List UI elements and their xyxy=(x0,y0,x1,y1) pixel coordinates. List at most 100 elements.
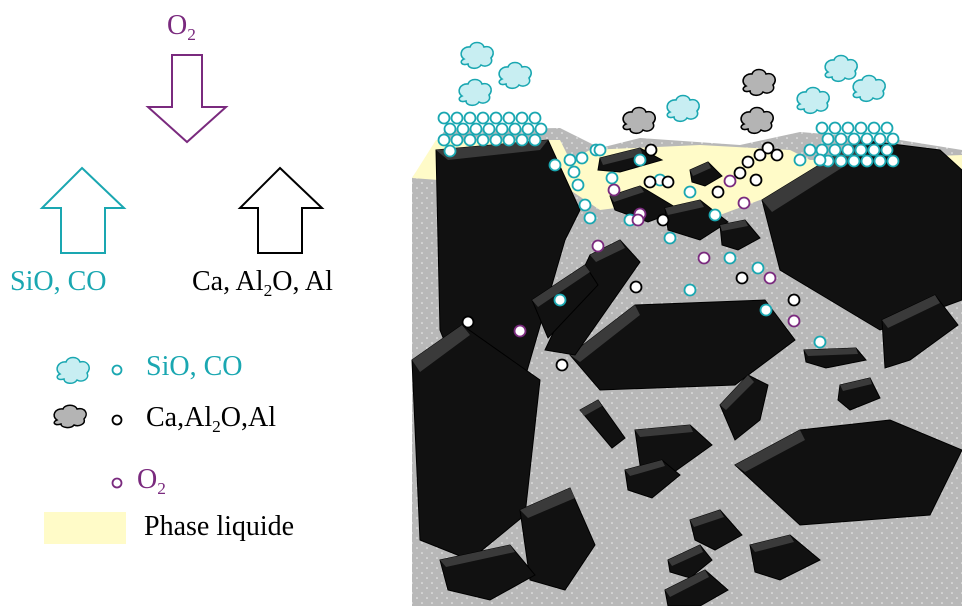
sio-co-particle xyxy=(886,132,900,146)
legend-black-circle-icon xyxy=(111,414,123,426)
sio-co-particle xyxy=(534,122,548,136)
sio-co-particle xyxy=(437,111,451,125)
sio-co-particle xyxy=(821,132,835,146)
o2-particle xyxy=(723,174,737,188)
sio-co-particle xyxy=(828,143,842,157)
o2-particle xyxy=(513,324,527,338)
crystal-grain xyxy=(749,534,821,581)
ca-al2o-al-particle xyxy=(749,173,763,187)
crystal-grain xyxy=(664,569,729,607)
sio-co-cloud xyxy=(458,78,492,107)
gas-particles xyxy=(437,111,900,372)
sio-co-particle xyxy=(495,122,509,136)
sio-co-particle xyxy=(450,111,464,125)
sio-co-particle xyxy=(489,133,503,147)
legend-icons xyxy=(44,356,126,544)
crystal-grain xyxy=(579,399,626,449)
crystal-grain xyxy=(881,294,959,369)
ca-al2o-al-particle xyxy=(770,148,784,162)
sio-co-cloud xyxy=(498,61,532,90)
sio-co-particle xyxy=(867,143,881,157)
sio-co-particle xyxy=(443,122,457,136)
sio-co-particle xyxy=(873,132,887,146)
sio-co-particle xyxy=(886,154,900,168)
sio-co-particle xyxy=(578,198,592,212)
sio-co-particle xyxy=(469,122,483,136)
sio-co-particle xyxy=(508,122,522,136)
sio-co-particle xyxy=(456,122,470,136)
sio-co-particle xyxy=(828,121,842,135)
crystal-grain xyxy=(411,324,541,561)
gas-clouds xyxy=(458,41,886,135)
sio-co-particle xyxy=(482,122,496,136)
crystal-grain xyxy=(719,219,761,251)
sio-co-particle xyxy=(476,111,490,125)
legend-label-sio-co: SiO, CO xyxy=(146,351,243,382)
ca-al2o-al-up-arrow xyxy=(237,166,325,254)
sio-co-particle xyxy=(834,154,848,168)
ca-al2o-al-particle xyxy=(711,185,725,199)
crystal-grain xyxy=(689,509,743,551)
sio-co-particle xyxy=(803,143,817,157)
o2-particle xyxy=(697,251,711,265)
o2-particle xyxy=(763,271,777,285)
crystal-grains xyxy=(411,139,962,607)
sio-co-particle xyxy=(548,158,562,172)
sio-co-particle xyxy=(571,178,585,192)
sio-co-particle xyxy=(880,143,894,157)
sio-co-label: SiO, CO xyxy=(10,266,107,297)
ca-al2o-al-particle xyxy=(733,166,747,180)
sio-co-particle xyxy=(813,335,827,349)
o2-particle xyxy=(607,183,621,197)
sio-co-cloud xyxy=(460,41,494,70)
ca-al2o-al-particle xyxy=(643,175,657,189)
crystal-grain xyxy=(569,299,796,391)
sio-co-particle xyxy=(759,303,773,317)
sio-co-particle xyxy=(880,121,894,135)
crystal-grain xyxy=(734,419,962,526)
sio-co-particle xyxy=(563,153,577,167)
legend-liquid-swatch xyxy=(44,512,126,544)
sio-co-particle xyxy=(443,144,457,158)
sio-co-particle xyxy=(723,251,737,265)
legend-label-phase-liquide: Phase liquide xyxy=(144,511,295,542)
sio-co-particle xyxy=(515,111,529,125)
ca-al2o-al-particle xyxy=(753,148,767,162)
ca-al2o-al-particle xyxy=(644,143,658,157)
sio-co-particle xyxy=(567,165,581,179)
legend-teal-cloud-icon xyxy=(56,356,90,384)
sio-co-particle xyxy=(528,111,542,125)
sio-co-particle xyxy=(605,171,619,185)
ca-al2o-al-label: Ca, Al2O, Al xyxy=(192,266,333,301)
sio-co-particle xyxy=(841,121,855,135)
ca-al2o-al-particle xyxy=(629,280,643,294)
crystal-grain xyxy=(667,544,713,579)
legend-label-o2: O2 xyxy=(137,464,166,499)
sio-co-cloud xyxy=(666,94,700,123)
o2-particle xyxy=(787,314,801,328)
sio-co-particle xyxy=(683,185,697,199)
o2-particle xyxy=(591,239,605,253)
sio-co-particle xyxy=(867,121,881,135)
sio-co-cloud xyxy=(796,86,830,115)
sio-co-particle xyxy=(834,132,848,146)
sio-co-particle xyxy=(751,261,765,275)
sio-co-particle xyxy=(476,133,490,147)
sio-co-particle xyxy=(583,211,597,225)
sio-co-up-arrow xyxy=(39,166,127,254)
sio-co-particle xyxy=(854,121,868,135)
legend-gray-cloud-icon xyxy=(53,404,87,429)
ca-al2o-al-particle xyxy=(761,141,775,155)
ca-al2o-al-particle xyxy=(735,271,749,285)
crystal-grain xyxy=(803,347,867,369)
sio-co-particle xyxy=(815,121,829,135)
ca-al2o-al-cloud xyxy=(742,68,776,97)
sio-co-particle xyxy=(489,111,503,125)
o2-particle xyxy=(737,196,751,210)
crystal-grain xyxy=(837,377,881,411)
sio-co-particle xyxy=(847,154,861,168)
sio-co-particle xyxy=(502,111,516,125)
crystal-grain xyxy=(519,487,596,591)
legend-teal-circle-icon xyxy=(111,364,123,376)
